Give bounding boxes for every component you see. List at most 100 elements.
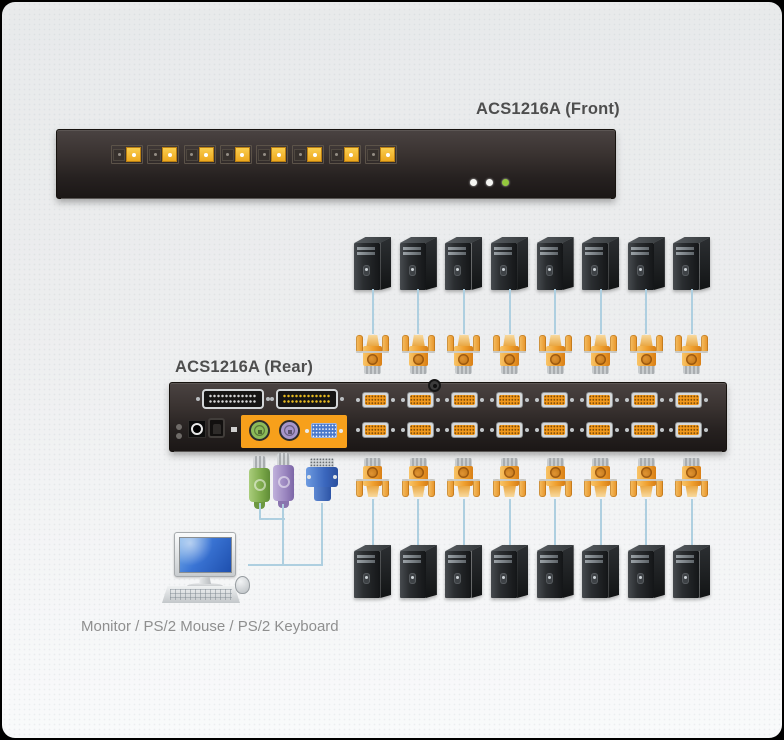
drive-bay <box>357 247 376 250</box>
kvm-cable-line <box>554 499 557 546</box>
kvm-port <box>669 422 709 438</box>
screw <box>270 397 274 401</box>
computer-tower-icon <box>445 545 483 598</box>
port-bezel <box>630 422 658 438</box>
port-bezel <box>496 392 524 408</box>
connector-cap <box>685 485 698 497</box>
thumbscrew <box>701 335 709 353</box>
screw <box>579 428 584 432</box>
computer-top-face <box>354 545 392 551</box>
kvm-connectors-top <box>350 332 715 375</box>
port-pins <box>499 395 521 405</box>
keyboard-icon <box>162 586 240 603</box>
connector-metal-tip <box>546 366 564 374</box>
kvm-cable-line <box>417 499 420 546</box>
thumbscrew <box>629 479 637 497</box>
drive-bay <box>494 560 513 563</box>
port-pins <box>544 395 566 405</box>
connector-metal-tip <box>409 366 427 374</box>
kvm-connectors-bottom <box>350 457 715 500</box>
computer-tower-icon <box>399 237 437 290</box>
computer-top-face <box>627 545 665 551</box>
connector-ring <box>595 353 607 365</box>
drive-bay <box>585 555 604 558</box>
port-pins <box>588 425 610 435</box>
connector-band <box>629 351 663 353</box>
computer-front-face <box>582 551 609 598</box>
thumbscrew <box>473 335 481 353</box>
power-button <box>500 573 508 584</box>
thumbscrew <box>610 335 618 353</box>
connector-metal-tip <box>683 458 701 466</box>
connector-cap <box>640 485 653 497</box>
plug-metal-cap <box>277 453 290 465</box>
drive-bay <box>357 560 376 563</box>
kvm-cable-line <box>599 289 602 334</box>
connector-cap <box>549 485 562 497</box>
kvm-cable-line <box>508 499 511 546</box>
monitor-stand <box>199 577 211 584</box>
kvm-port <box>579 392 619 408</box>
connector-band <box>447 479 481 481</box>
power-button <box>545 265 553 276</box>
screw <box>480 428 485 432</box>
port-select-pushbutton <box>162 147 178 162</box>
connector-metal-tip <box>501 366 519 374</box>
computer-tower-icon <box>582 545 620 598</box>
connector-metal-tip <box>592 458 610 466</box>
computer-front-face <box>673 551 700 598</box>
computer-front-face <box>399 551 426 598</box>
drive-bay <box>402 555 421 558</box>
monitor-cable <box>321 503 323 566</box>
computer-top-face <box>673 545 711 551</box>
computer-front-face <box>354 243 381 290</box>
screw <box>400 428 405 432</box>
kvm-port <box>445 392 485 408</box>
kvm-cable-connector-icon <box>538 457 572 500</box>
kvm-port <box>400 422 440 438</box>
kvm-cable-line <box>371 289 374 334</box>
daisy-chain-port <box>270 389 344 409</box>
port-pins <box>454 425 476 435</box>
connector-ring <box>686 353 698 365</box>
kvm-cable-connector-icon <box>675 457 709 500</box>
connector-cap <box>457 335 471 347</box>
computer-side-face <box>608 237 620 290</box>
kvm-cable-connector-icon <box>356 457 390 500</box>
screw <box>624 398 629 402</box>
computer-top-face <box>354 237 392 243</box>
computer-tower-icon <box>673 237 711 290</box>
connector-cap <box>685 335 699 347</box>
screw <box>355 398 360 402</box>
port-select-button-pair <box>365 145 398 164</box>
drive-bay <box>630 560 649 563</box>
computer-top-face <box>399 237 437 243</box>
connector-cap <box>503 485 516 497</box>
kvm-port <box>355 392 395 408</box>
drive-bay <box>494 555 513 558</box>
drive-bay <box>539 247 558 250</box>
connector-cap <box>411 335 425 347</box>
port-select-button-pair <box>147 145 180 164</box>
port-pins <box>454 395 476 405</box>
drive-bay <box>676 252 695 255</box>
panel-screw <box>176 424 182 430</box>
port-select-button-pair <box>328 145 361 164</box>
thumbscrew <box>538 335 546 353</box>
connector-band <box>356 479 390 481</box>
port-led-button <box>330 148 343 161</box>
drive-bay <box>448 247 467 250</box>
thumbscrew <box>655 479 663 497</box>
connector-metal-tip <box>637 366 655 374</box>
kvm-cables-top <box>350 289 715 334</box>
kvm-cable-connector-icon <box>493 332 527 375</box>
drive-bay <box>676 247 695 250</box>
kvm-cable-connector-icon <box>447 332 481 375</box>
screw <box>390 398 395 402</box>
connector-cap <box>457 485 470 497</box>
drive-bay <box>357 555 376 558</box>
thumbscrew <box>356 335 364 353</box>
status-led <box>470 179 477 186</box>
screw <box>445 428 450 432</box>
